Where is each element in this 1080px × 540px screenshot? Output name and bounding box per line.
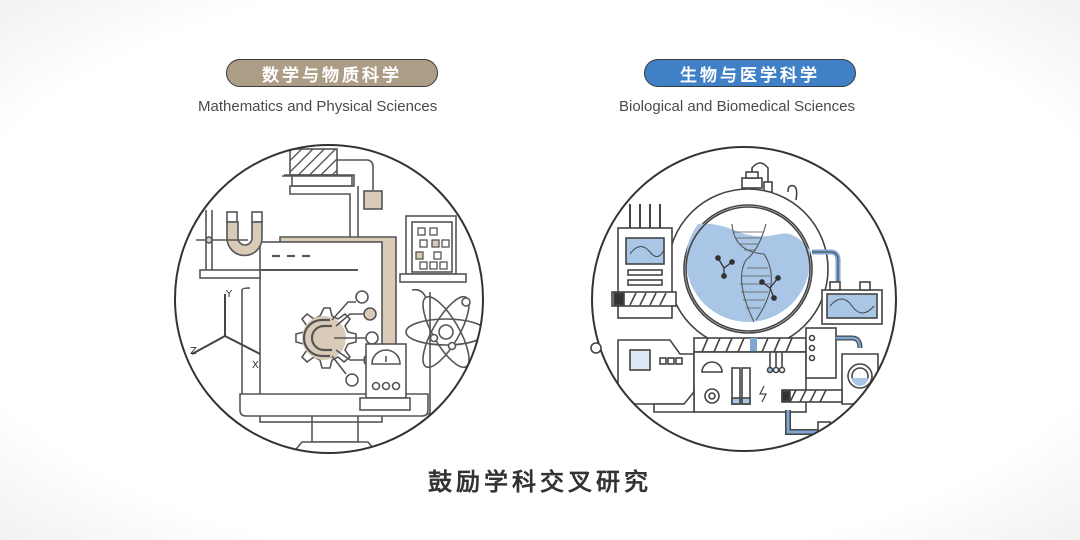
- bio-biomedical-badge: 生物与医学科学: [644, 59, 856, 87]
- footer-slogan: 鼓励学科交叉研究: [428, 468, 652, 496]
- math-physical-panel: 数学与物质科学 Mathematics and Physical Science…: [174, 59, 484, 454]
- biology-lab-illustration: [590, 146, 897, 452]
- bio-biomedical-panel: 生物与医学科学 Biological and Biomedical Scienc…: [540, 0, 1080, 540]
- math-physical-subtitle: Mathematics and Physical Sciences: [198, 98, 438, 115]
- axis-z-label: Z: [190, 346, 197, 357]
- axis-x-label: X: [252, 360, 259, 371]
- math-physical-badge: 数学与物质科学: [226, 59, 438, 87]
- bio-biomedical-subtitle: Biological and Biomedical Sciences: [619, 98, 855, 115]
- axis-y-label: Y: [225, 289, 233, 300]
- math-physics-illustration: Y Z X: [174, 144, 484, 454]
